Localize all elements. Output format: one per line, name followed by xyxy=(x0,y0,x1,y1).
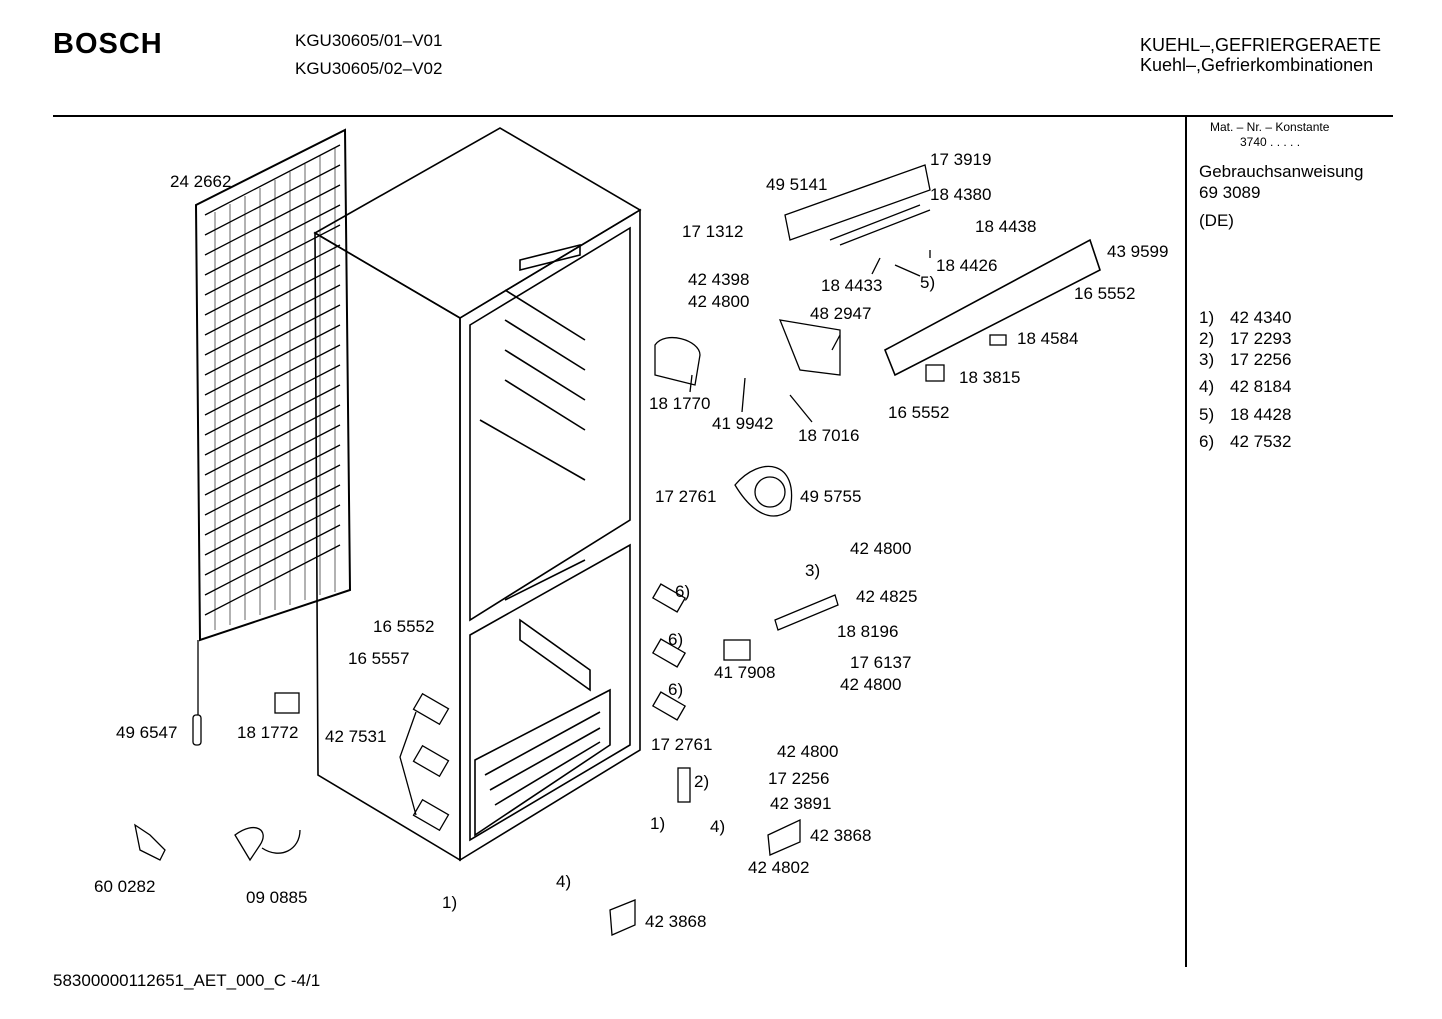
part-label: 6) xyxy=(668,680,684,699)
part-label: 5) xyxy=(920,273,936,292)
footnote-value: 42 8184 xyxy=(1230,377,1292,396)
part-label: 4) xyxy=(556,872,572,891)
part-label: 2) xyxy=(694,772,710,791)
footnote-value: 17 2293 xyxy=(1230,329,1292,348)
part-label: 18 4584 xyxy=(1017,329,1079,348)
part-label: 18 4438 xyxy=(975,217,1037,236)
brand-logo: BOSCH xyxy=(53,28,163,60)
part-label: 18 1772 xyxy=(237,723,299,742)
part-label: 16 5552 xyxy=(373,617,435,636)
part-label: 18 4433 xyxy=(821,276,883,295)
part-label: 1) xyxy=(442,893,458,912)
part-label: 17 3919 xyxy=(930,150,992,169)
part-label: 1) xyxy=(650,814,666,833)
part-label: 16 5552 xyxy=(888,403,950,422)
footnote-key: 5) xyxy=(1199,405,1215,424)
part-label: 41 7908 xyxy=(714,663,776,682)
part-label: 17 2761 xyxy=(655,487,717,506)
footnote-key: 6) xyxy=(1199,432,1215,451)
part-label: 41 9942 xyxy=(712,414,774,433)
part-label: 18 4380 xyxy=(930,185,992,204)
condenser-coil xyxy=(192,128,352,746)
part-label: 24 2662 xyxy=(170,172,232,191)
part-label: 18 4426 xyxy=(936,256,998,275)
part-label: 42 4825 xyxy=(856,587,918,606)
part-label: 18 1770 xyxy=(649,394,711,413)
part-label: 09 0885 xyxy=(246,888,308,907)
fridge-cabinet xyxy=(313,127,642,862)
footnote-value: 17 2256 xyxy=(1230,350,1292,369)
sidebar-divider xyxy=(1185,117,1187,967)
category-line-2: Kuehl–,Gefrierkombinationen xyxy=(1140,55,1374,75)
part-label: 49 6547 xyxy=(116,723,178,742)
model-line-2: KGU30605/02–V02 xyxy=(295,59,443,78)
part-label: 16 5552 xyxy=(1074,284,1136,303)
control-panel xyxy=(134,164,1101,936)
header-divider xyxy=(53,115,1393,117)
footnote-value: 42 7532 xyxy=(1230,432,1292,451)
manual-number: 69 3089 xyxy=(1199,183,1261,202)
footnote-key: 2) xyxy=(1199,329,1215,348)
part-label: 6) xyxy=(668,630,684,649)
footnote-key: 3) xyxy=(1199,350,1215,369)
document-id: 58300000112651_AET_000_C -4/1 xyxy=(53,971,321,990)
part-label: 18 7016 xyxy=(798,426,860,445)
part-label: 49 5141 xyxy=(766,175,828,194)
footnote-value: 42 4340 xyxy=(1230,308,1292,327)
part-label: 42 4800 xyxy=(850,539,912,558)
part-label: 18 3815 xyxy=(959,368,1021,387)
manual-lang: (DE) xyxy=(1199,211,1234,230)
footnote-key: 1) xyxy=(1199,308,1215,327)
part-label: 48 2947 xyxy=(810,304,872,323)
part-label: 42 4802 xyxy=(748,858,810,877)
footnote-key: 4) xyxy=(1199,377,1215,396)
part-label: 3) xyxy=(805,561,821,580)
constant-label: Mat. – Nr. – Konstante xyxy=(1210,120,1330,134)
part-label: 4) xyxy=(710,817,726,836)
part-label: 17 2256 xyxy=(768,769,830,788)
part-label: 17 2761 xyxy=(651,735,713,754)
part-label: 42 4398 xyxy=(688,270,750,289)
footnote-value: 18 4428 xyxy=(1230,405,1292,424)
model-line-1: KGU30605/01–V01 xyxy=(295,31,443,50)
part-label: 42 3868 xyxy=(810,826,872,845)
part-label: 42 3868 xyxy=(645,912,707,931)
part-label: 17 6137 xyxy=(850,653,912,672)
part-label: 17 1312 xyxy=(682,222,744,241)
part-label: 49 5755 xyxy=(800,487,862,506)
manual-title: Gebrauchsanweisung xyxy=(1199,162,1364,181)
part-label: 42 7531 xyxy=(325,727,387,746)
part-label: 42 3891 xyxy=(770,794,832,813)
part-label: 18 8196 xyxy=(837,622,899,641)
part-label: 42 4800 xyxy=(840,675,902,694)
part-label: 43 9599 xyxy=(1107,242,1169,261)
category-line-1: KUEHL–,GEFRIERGERAETE xyxy=(1140,35,1382,55)
part-label: 16 5557 xyxy=(348,649,410,668)
part-label: 6) xyxy=(675,582,691,601)
part-label: 42 4800 xyxy=(777,742,839,761)
constant-value: 3740 . . . . . xyxy=(1240,135,1301,149)
part-label: 42 4800 xyxy=(688,292,750,311)
part-label: 60 0282 xyxy=(94,877,156,896)
